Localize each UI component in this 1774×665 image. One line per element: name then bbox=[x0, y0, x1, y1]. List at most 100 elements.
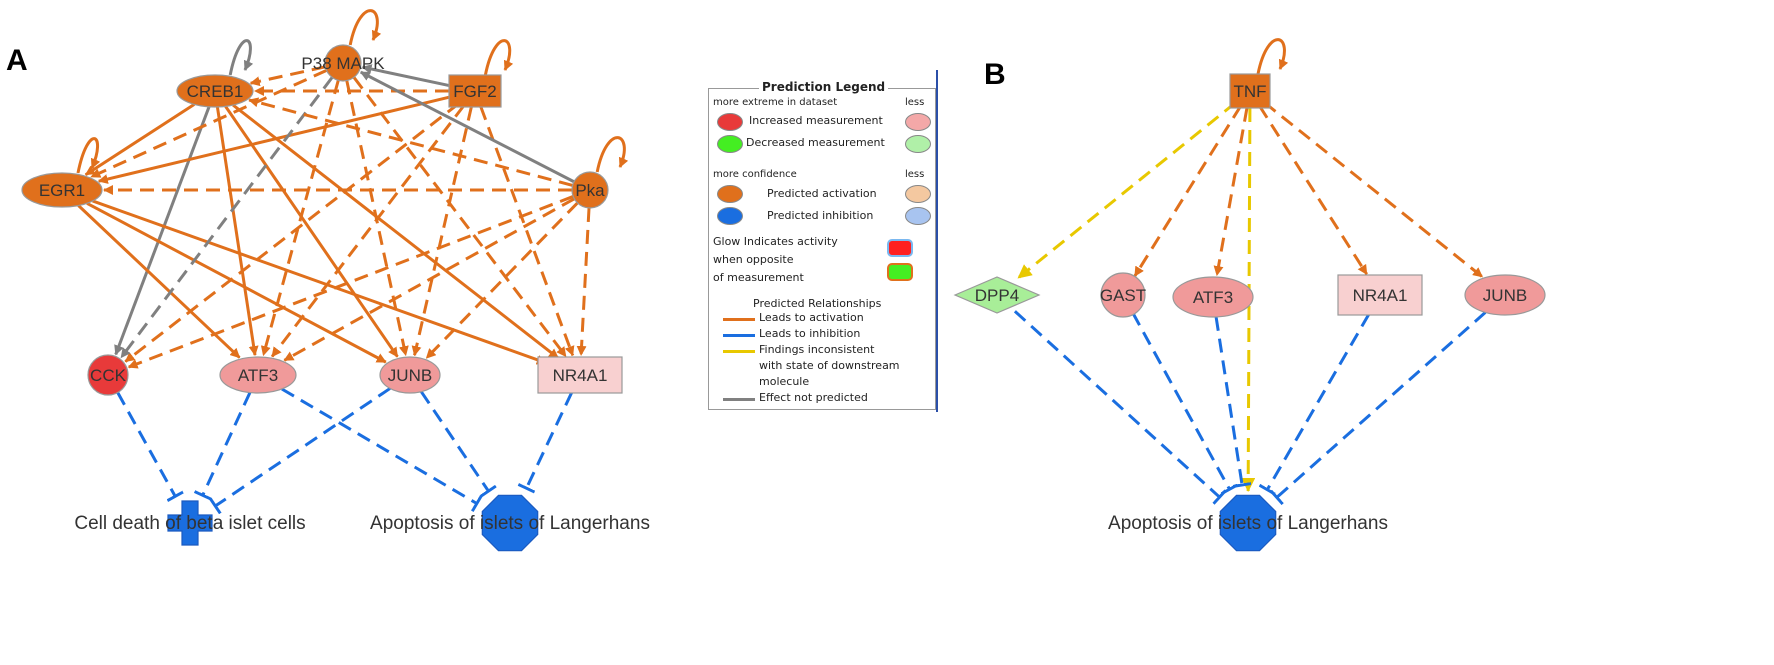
edge-junb-cd bbox=[209, 387, 391, 515]
legend-less-1: less bbox=[905, 97, 925, 108]
node-creb1[interactable]: CREB1 bbox=[176, 74, 254, 108]
edge-pka-nr4a1 bbox=[576, 207, 591, 357]
increased-light-icon bbox=[905, 113, 931, 131]
node-dpp4[interactable]: DPP4 bbox=[953, 276, 1041, 314]
node-label: JUNB bbox=[388, 366, 432, 385]
node-apoptosis-of-islets-of-langerhans[interactable]: Apoptosis of islets of Langerhans bbox=[370, 494, 650, 552]
edge-atf3-cd bbox=[193, 391, 252, 501]
edge-creb1-nr4a1 bbox=[232, 103, 560, 360]
edge-pka-cck bbox=[127, 195, 574, 369]
ellipse-shape-icon bbox=[219, 356, 297, 394]
circle-shape-icon bbox=[1100, 272, 1146, 318]
ellipse-shape-icon bbox=[379, 356, 441, 394]
node-nr4a1[interactable]: NR4A1 bbox=[537, 356, 623, 394]
node-egr1[interactable]: EGR1 bbox=[21, 172, 103, 208]
edge-tnf-dpp4 bbox=[1017, 101, 1237, 280]
node-label: TNF bbox=[1233, 82, 1266, 101]
legend-increased: Increased measurement bbox=[749, 114, 883, 127]
edge-dpp4-ap bbox=[1013, 310, 1227, 505]
legend-less-2: less bbox=[905, 169, 925, 180]
edge-creb1-cck bbox=[114, 106, 211, 356]
edge-nr4a1-ap bbox=[517, 391, 574, 494]
legend-glow-1: Glow Indicates activity bbox=[713, 235, 838, 248]
node-cck[interactable]: CCK bbox=[87, 354, 129, 396]
edge-fgf2-nr4a1 bbox=[479, 106, 575, 357]
edge-fgf2-p38 bbox=[361, 64, 451, 88]
ellipse-shape-icon bbox=[176, 74, 254, 108]
edge-p38-junb bbox=[345, 80, 409, 357]
edge-pka-atf3 bbox=[283, 197, 576, 362]
edge-creb1-junb bbox=[224, 105, 399, 358]
legend-activation: Predicted activation bbox=[767, 187, 877, 200]
edge-atf3-ap bbox=[1214, 316, 1252, 488]
node-cell-death-of-beta-islet-cells[interactable]: Cell death of beta islet cells bbox=[74, 500, 306, 546]
legend-rel-inconsistent-2: with state of downstream bbox=[759, 359, 900, 372]
panel-a-label: A bbox=[6, 44, 28, 77]
not-predicted-line-icon bbox=[723, 398, 755, 401]
node-p38-mapk[interactable]: P38 MAPK bbox=[301, 44, 385, 82]
edge-pka-pka bbox=[595, 136, 629, 173]
legend-glow-2: when opposite bbox=[713, 253, 794, 266]
node-label: Apoptosis of islets of Langerhans bbox=[1108, 513, 1388, 534]
node-junb[interactable]: JUNB bbox=[379, 356, 441, 394]
inhibition-dark-icon bbox=[717, 207, 743, 225]
edge-egr1-nr4a1 bbox=[92, 199, 547, 365]
node-label: Cell death of beta islet cells bbox=[74, 513, 305, 534]
legend-rel-not-predicted: Effect not predicted bbox=[759, 391, 868, 404]
inhibition-line-icon bbox=[723, 334, 755, 337]
octagon-shape-icon bbox=[481, 494, 539, 552]
edge-creb1-creb1 bbox=[228, 39, 254, 76]
legend-relationships-title: Predicted Relationships bbox=[753, 297, 882, 310]
cross-shape-icon bbox=[167, 500, 213, 546]
legend-title: Prediction Legend bbox=[759, 80, 889, 94]
node-pka[interactable]: Pka bbox=[571, 171, 609, 209]
node-label: NR4A1 bbox=[1353, 286, 1408, 305]
node-nr4a1[interactable]: NR4A1 bbox=[1337, 274, 1423, 316]
diamond-shape-icon bbox=[953, 276, 1041, 314]
inconsistent-line-icon bbox=[723, 350, 755, 353]
activation-light-icon bbox=[905, 185, 931, 203]
node-label: FGF2 bbox=[453, 82, 496, 101]
node-atf3[interactable]: ATF3 bbox=[219, 356, 297, 394]
node-fgf2[interactable]: FGF2 bbox=[448, 74, 502, 108]
node-gast[interactable]: GAST bbox=[1100, 272, 1146, 318]
circle-shape-icon bbox=[87, 354, 129, 396]
ellipse-shape-icon bbox=[1464, 274, 1546, 316]
node-label: ATF3 bbox=[238, 366, 278, 385]
edge-fgf2-egr1 bbox=[97, 95, 452, 184]
edge-pka-p38 bbox=[359, 70, 575, 184]
node-label: EGR1 bbox=[39, 181, 85, 200]
edge-tnf-gast bbox=[1133, 105, 1242, 277]
edge-nr4a1-ap bbox=[1258, 313, 1371, 496]
edge-creb1-egr1 bbox=[84, 103, 196, 176]
edge-p38-p38 bbox=[348, 9, 382, 46]
prediction-legend: Prediction Legend more extreme in datase… bbox=[708, 80, 936, 410]
node-label: ATF3 bbox=[1193, 288, 1233, 307]
legend-rel-activation: Leads to activation bbox=[759, 311, 864, 324]
legend-rel-inconsistent-3: molecule bbox=[759, 375, 810, 388]
glow-red-icon bbox=[887, 239, 913, 257]
legend-confidence: more confidence bbox=[713, 169, 797, 180]
ellipse-shape-icon bbox=[21, 172, 103, 208]
edge-tnf-tnf bbox=[1256, 38, 1289, 75]
increased-dark-icon bbox=[717, 113, 743, 131]
edge-egr1-junb bbox=[86, 201, 387, 364]
node-label: NR4A1 bbox=[553, 366, 608, 385]
node-label: DPP4 bbox=[975, 286, 1019, 305]
legend-rel-inconsistent-1: Findings inconsistent bbox=[759, 343, 875, 356]
glow-green-icon bbox=[887, 263, 913, 281]
node-junb[interactable]: JUNB bbox=[1464, 274, 1546, 316]
node-atf3[interactable]: ATF3 bbox=[1172, 276, 1254, 318]
node-apoptosis-of-islets-of-langerhans[interactable]: Apoptosis of islets of Langerhans bbox=[1108, 494, 1388, 552]
octagon-shape-icon bbox=[1219, 494, 1277, 552]
circle-shape-icon bbox=[324, 44, 362, 82]
divider-line bbox=[936, 70, 938, 412]
rect-shape-icon bbox=[537, 356, 623, 394]
legend-rel-inhibition: Leads to inhibition bbox=[759, 327, 861, 340]
node-label: JUNB bbox=[1483, 286, 1527, 305]
node-tnf[interactable]: TNF bbox=[1229, 73, 1271, 109]
node-label: Pka bbox=[575, 181, 605, 200]
node-label: GAST bbox=[1100, 286, 1146, 305]
edge-cck-cd bbox=[116, 391, 184, 502]
